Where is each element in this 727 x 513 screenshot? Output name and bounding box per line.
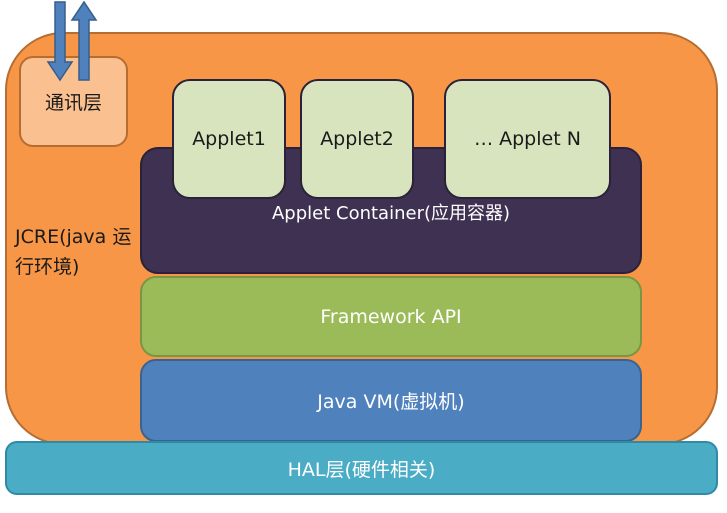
hal-layer-label: HAL层(硬件相关) (287, 458, 436, 481)
applet-1-label: Applet1 (192, 128, 266, 150)
applet-1-box: Applet1 (172, 79, 286, 199)
applet-n-box: … Applet N (444, 79, 611, 199)
applet-n-label: … Applet N (474, 128, 581, 150)
applet-2-label: Applet2 (320, 128, 394, 150)
communication-layer-label: 通讯层 (44, 92, 102, 114)
bidirectional-arrows-icon (46, 0, 98, 82)
java-vm-label: Java VM(虚拟机) (317, 391, 465, 413)
communication-layer-box: 通讯层 (19, 56, 128, 147)
java-vm-box: Java VM(虚拟机) (140, 359, 642, 442)
applet-2-box: Applet2 (300, 79, 414, 199)
applet-container-label: Applet Container(应用容器) (271, 203, 511, 224)
hal-layer-box: HAL层(硬件相关) (5, 441, 718, 495)
framework-api-label: Framework API (320, 305, 462, 328)
jcre-label: JCRE(java 运行环境) (15, 226, 132, 278)
framework-api-box: Framework API (140, 276, 642, 357)
